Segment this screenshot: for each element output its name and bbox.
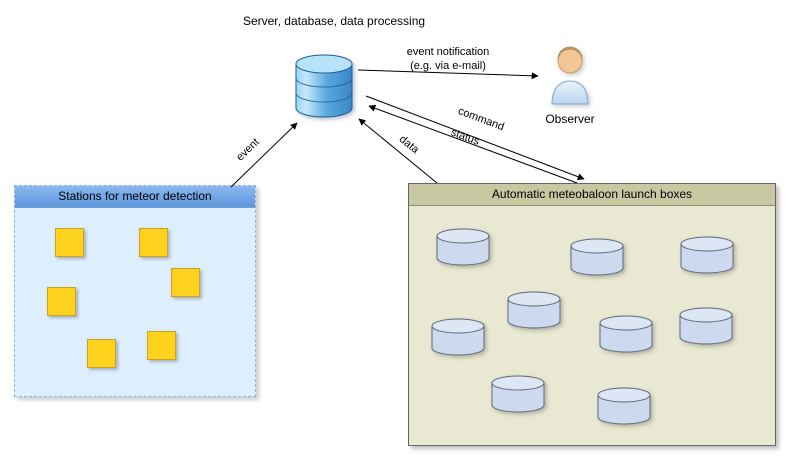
meteor-station-node bbox=[55, 228, 84, 257]
launch-box-title: Automatic meteobaloon launch boxes bbox=[409, 184, 775, 206]
server-label: Server, database, data processing bbox=[242, 14, 426, 28]
launch-cylinder-node bbox=[491, 375, 545, 413]
launch-cylinder-node bbox=[431, 318, 485, 356]
meteor-station-node bbox=[147, 331, 176, 360]
observer-label: Observer bbox=[545, 112, 595, 126]
launch-cylinder-node bbox=[679, 307, 733, 345]
stations-box-title: Stations for meteor detection bbox=[15, 186, 255, 208]
edge-label-event-notification: event notification bbox=[406, 46, 490, 58]
edge-label-via-email: (e.g. via e-mail) bbox=[410, 60, 486, 72]
meteor-station-node bbox=[171, 268, 200, 297]
meteor-station-node bbox=[87, 339, 116, 368]
launch-cylinder-node bbox=[599, 315, 653, 353]
launch-cylinder-node bbox=[680, 236, 734, 274]
meteor-station-node bbox=[139, 228, 168, 257]
database-icon bbox=[294, 52, 354, 120]
launch-cylinder-node bbox=[507, 291, 561, 329]
launch-cylinder-node bbox=[597, 387, 651, 425]
launch-cylinder-node bbox=[436, 228, 490, 266]
meteor-station-node bbox=[47, 287, 76, 316]
launch-cylinder-node bbox=[570, 238, 624, 276]
